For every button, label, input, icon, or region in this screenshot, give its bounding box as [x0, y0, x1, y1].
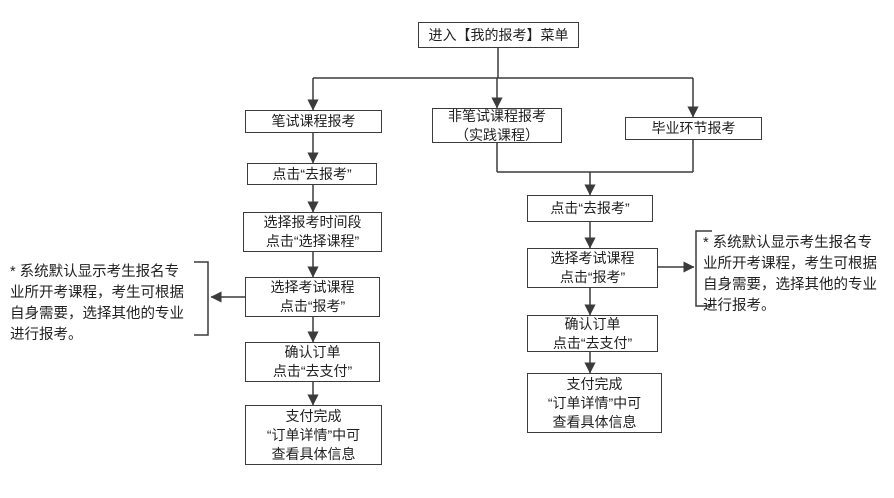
node-written-course: 笔试课程报考 [245, 110, 382, 133]
node-graduation-stage: 毕业环节报考 [625, 117, 762, 140]
node-written-select-course: 选择考试课程 点击“报考” [245, 277, 380, 317]
node-non-written-course: 非笔试课程报考 （实践课程） [432, 108, 562, 143]
node-merged-confirm-order: 确认订单 点击“去支付” [527, 315, 658, 352]
node-written-go-register: 点击“去报考” [247, 163, 377, 185]
node-merged-payment-done: 支付完成 “订单详情”中可 查看具体信息 [527, 373, 662, 433]
node-written-confirm-order: 确认订单 点击“去支付” [245, 342, 380, 382]
node-merged-select-course: 选择考试课程 点击“报考” [527, 248, 658, 288]
node-written-payment-done: 支付完成 “订单详情”中可 查看具体信息 [245, 405, 382, 465]
node-written-select-period: 选择报考时间段 点击“选择课程” [243, 212, 382, 252]
node-merged-go-register: 点击“去报考” [527, 195, 653, 222]
note-default-major-right: * 系统默认显示考生报名专 业所开考课程，考生可根据 自身需要，选择其他的专业 … [703, 235, 877, 314]
note-default-major-left: * 系统默认显示考生报名专 业所开考课程，考生可根据 自身需要，选择其他的专业 … [10, 264, 184, 343]
node-entry-menu: 进入【我的报考】菜单 [418, 22, 579, 48]
